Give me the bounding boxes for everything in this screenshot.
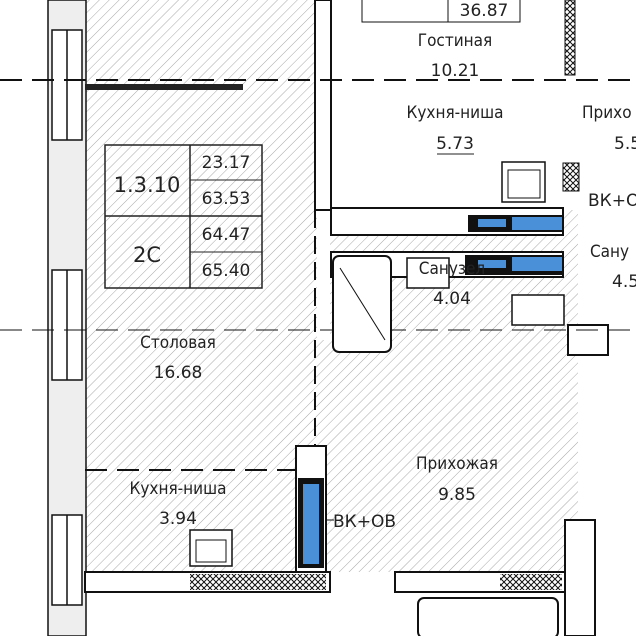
- room-area: 10.21: [431, 61, 480, 81]
- area-total: 63.53: [202, 189, 251, 209]
- kitchen-sink-right: [501, 161, 546, 203]
- hallway-hatch: [317, 340, 562, 572]
- room-kitchen-niche-left: Кухня-ниша 3.94: [130, 479, 227, 529]
- bathtub-bottom: [417, 597, 559, 636]
- area-with-balcony: 64.47: [202, 225, 251, 245]
- room-bathroom-right: Сану 4.5: [590, 242, 636, 292]
- room-bathroom: Санузел 4.04: [419, 259, 485, 309]
- room-hallway-right: Прихо 5.5: [582, 103, 636, 154]
- room-hallway: Прихожая 9.85: [416, 454, 498, 505]
- room-label: Сану: [590, 242, 629, 262]
- room-label: Гостиная: [418, 31, 493, 51]
- apartment-type: 2С: [133, 243, 161, 267]
- washbasin-icon: [511, 294, 565, 326]
- partition-top-left: [85, 84, 243, 90]
- room-label: Столовая: [140, 333, 216, 353]
- top-room-value: 36.87: [460, 1, 509, 21]
- apartment-info-table: 1.3.10 2С 23.17 63.53 64.47 65.40: [104, 144, 263, 289]
- room-label: Прихо: [582, 103, 632, 123]
- kitchen-sink-left: [189, 529, 233, 567]
- riser-label-top: ВК+ОВ: [588, 191, 636, 211]
- room-area: 3.94: [159, 509, 197, 529]
- room-area: 4.04: [433, 289, 471, 309]
- area-living: 23.17: [202, 153, 251, 173]
- room-dining: Столовая 16.68: [140, 333, 216, 383]
- room-area: 5.5: [614, 134, 636, 154]
- area-full: 65.40: [202, 261, 251, 281]
- wall-right-column: [564, 0, 576, 76]
- toilet-icon: [406, 257, 450, 289]
- riser-label-bottom: ВК+ОВ: [333, 512, 396, 532]
- room-label: Кухня-ниша: [407, 103, 504, 123]
- apartment-number: 1.3.10: [114, 173, 181, 197]
- room-label: Прихожая: [416, 454, 498, 474]
- room-area: 4.5: [612, 272, 636, 292]
- windows-left: [51, 29, 83, 606]
- top-room-table: [361, 0, 521, 23]
- room-label: Кухня-ниша: [130, 479, 227, 499]
- room-kitchen-niche-right: Кухня-ниша 5.73: [407, 103, 504, 155]
- apartment-hatch-left: [85, 0, 317, 572]
- room-living: Гостиная 10.21: [418, 31, 493, 81]
- room-area: 9.85: [438, 485, 476, 505]
- wall-center-vertical: [314, 0, 332, 211]
- room-label: Санузел: [419, 259, 485, 279]
- room-area: 16.68: [154, 363, 203, 383]
- room-area: 5.73: [436, 134, 474, 154]
